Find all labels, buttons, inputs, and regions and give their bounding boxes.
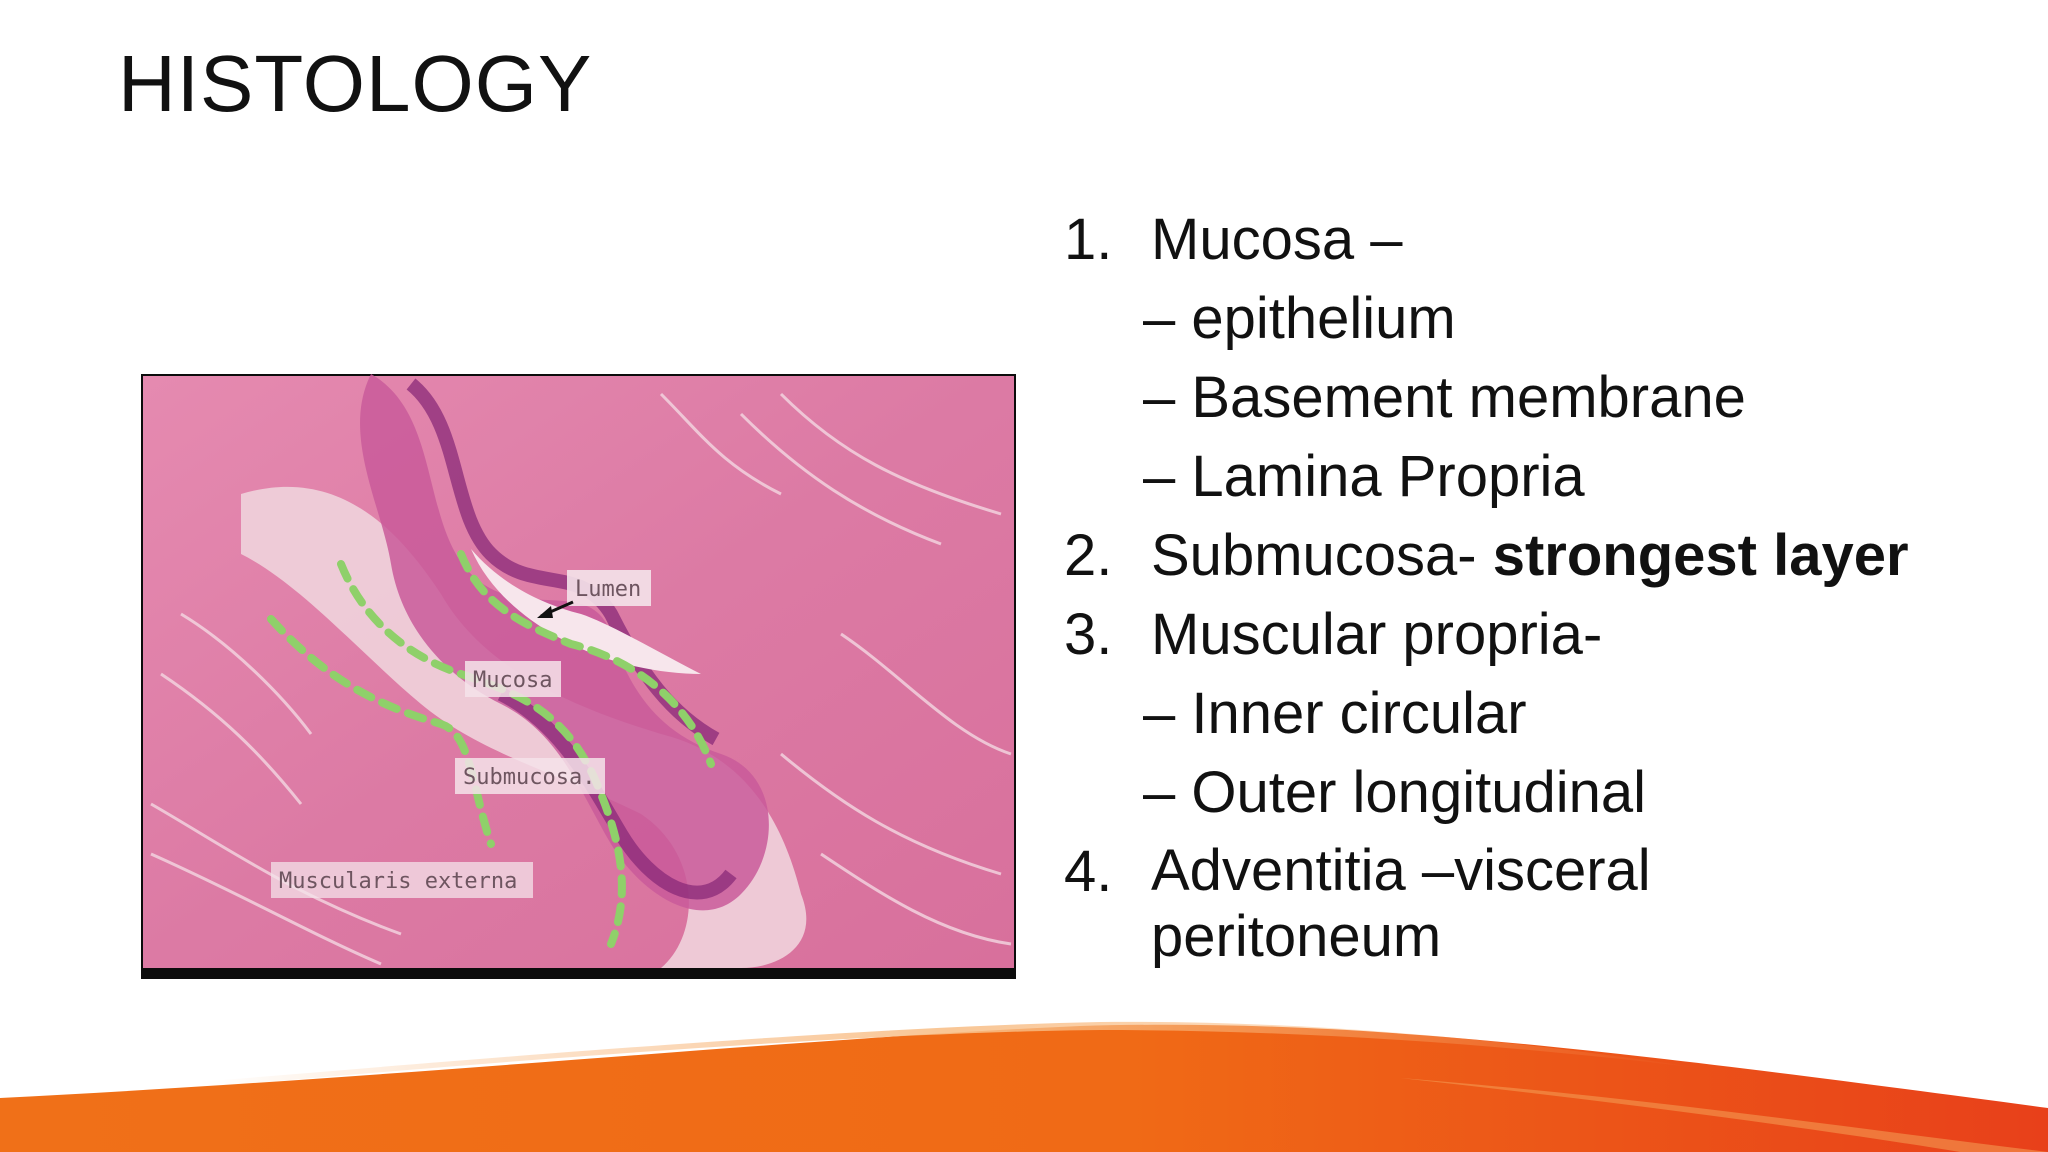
list-item-submucosa: 2. Submucosa- strongest layer <box>1064 516 1994 595</box>
list-number: 1. <box>1064 207 1113 272</box>
list-item-mucosa: 1. Mucosa – <box>1064 200 1994 279</box>
sub-item-outer-longitudinal: – Outer longitudinal <box>1064 753 1994 832</box>
label-lumen: Lumen <box>537 570 651 618</box>
list-text: Adventitia –visceral <box>1151 838 1651 903</box>
muscle-fibers <box>150 392 1012 966</box>
label-submucosa: Submucosa. <box>455 758 605 794</box>
svg-text:Mucosa: Mucosa <box>473 668 552 693</box>
label-muscularis-externa: Muscularis externa <box>271 862 533 898</box>
list-number: 3. <box>1064 602 1113 667</box>
svg-text:Submucosa.: Submucosa. <box>463 765 595 790</box>
label-mucosa: Mucosa <box>465 661 561 697</box>
list-number: 4. <box>1064 839 1113 904</box>
sub-item-inner-circular: – Inner circular <box>1064 674 1994 753</box>
sub-item-lamina-propria: – Lamina Propria <box>1064 437 1994 516</box>
decorative-wave <box>0 1021 2048 1152</box>
list-text: Mucosa – <box>1151 207 1403 272</box>
sub-item-basement-membrane: – Basement membrane <box>1064 358 1994 437</box>
svg-text:Muscularis externa: Muscularis externa <box>279 869 517 894</box>
slide-title: HISTOLOGY <box>118 39 593 128</box>
sub-item-text: – Outer longitudinal <box>1143 760 1646 825</box>
sub-item-text: – Inner circular <box>1143 681 1527 746</box>
emphasis-text: strongest layer <box>1492 523 1909 588</box>
submucosa-region <box>241 486 807 968</box>
list-number: 2. <box>1064 523 1113 588</box>
sub-item-text: – Basement membrane <box>1143 365 1746 430</box>
sub-item-text: – Lamina Propria <box>1143 444 1585 509</box>
lumen-space <box>471 549 701 674</box>
sub-item-epithelium: – epithelium <box>1064 279 1994 358</box>
list-text: Submucosa- <box>1151 523 1493 588</box>
sub-item-text: – epithelium <box>1143 286 1456 351</box>
layer-list: 1. Mucosa – – epithelium – Basement memb… <box>1064 200 1994 970</box>
histology-micrograph: Lumen Mucosa Submucosa. Muscularis exter… <box>141 374 1016 979</box>
list-text-continued: peritoneum <box>1151 904 1442 969</box>
list-item-adventitia: 4. Adventitia –visceral peritoneum <box>1064 832 1994 970</box>
svg-text:Lumen: Lumen <box>575 577 641 602</box>
list-text: Muscular propria- <box>1151 602 1603 667</box>
list-item-muscular-propria: 3. Muscular propria- <box>1064 595 1994 674</box>
